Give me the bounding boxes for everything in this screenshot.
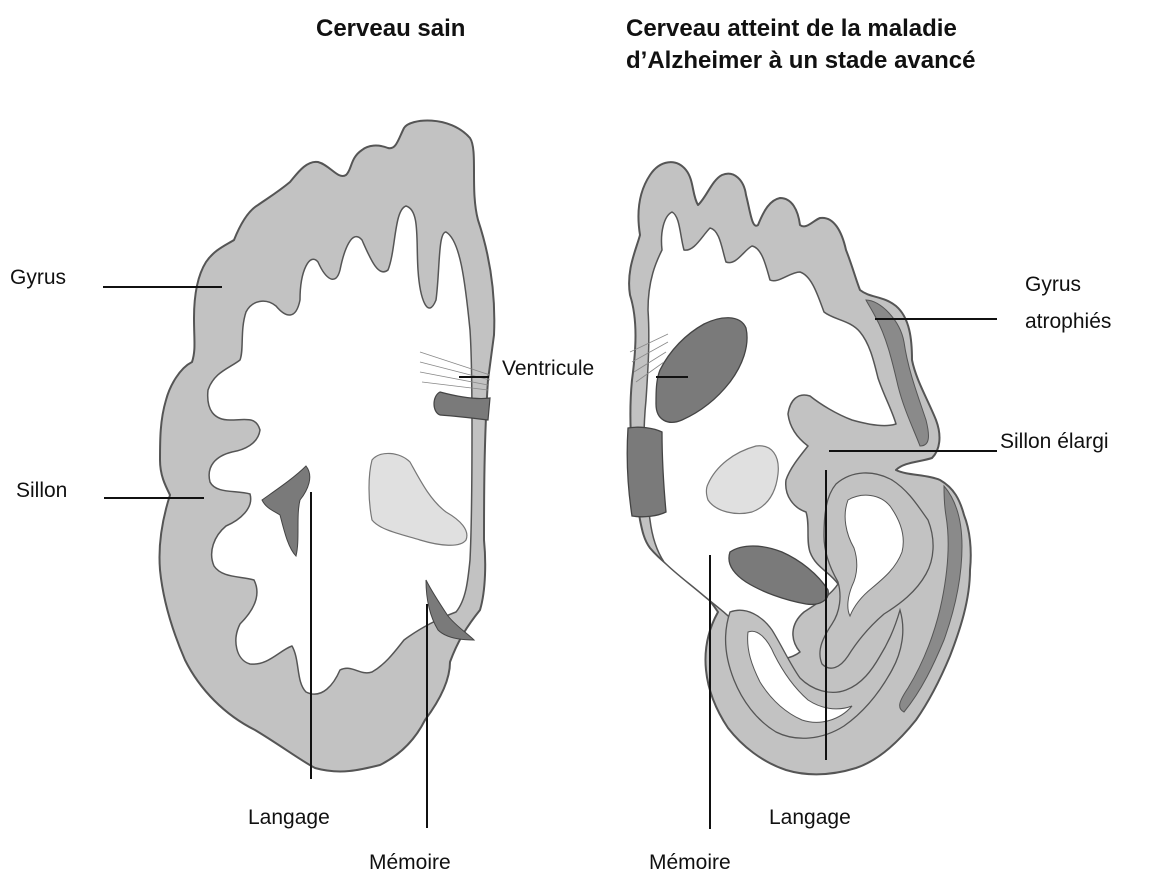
label-gyrus-atrophies-line2: atrophiés [1025,309,1111,335]
label-langage-left: Langage [248,805,330,831]
healthy-brain-illustration [159,120,494,771]
label-gyrus: Gyrus [10,265,66,291]
label-ventricule: Ventricule [502,356,594,382]
label-gyrus-atrophies-line1: Gyrus [1025,272,1081,298]
label-memoire-left: Mémoire [369,850,451,876]
label-memoire-right: Mémoire [649,850,731,876]
alzheimer-ventricle-side [627,427,666,517]
label-sillon: Sillon [16,478,67,504]
label-sillon-elargi: Sillon élargi [1000,429,1109,455]
alzheimer-brain-illustration [627,162,971,774]
label-langage-right: Langage [769,805,851,831]
